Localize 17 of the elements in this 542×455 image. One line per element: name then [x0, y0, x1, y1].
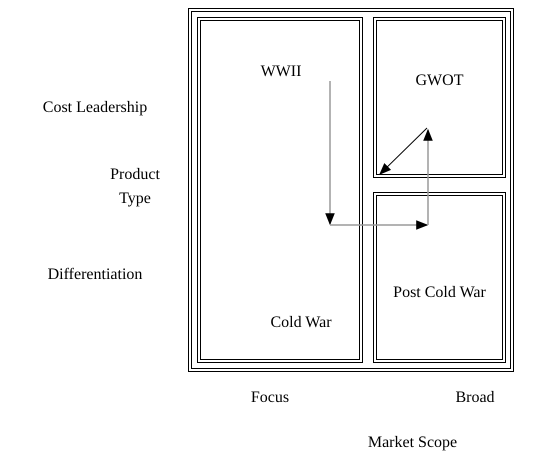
axis-category-label: Focus [250, 388, 290, 408]
arrow [325, 81, 335, 226]
axis-category-label: Broad [454, 388, 496, 408]
era-label: Post Cold War [392, 283, 487, 303]
axis-category-label: Cost Leadership [42, 98, 148, 118]
era-label: GWOT [414, 71, 464, 91]
arrow [379, 128, 428, 175]
axis-title: Market Scope [366, 433, 458, 453]
arrow [330, 220, 428, 230]
axis-category-label: Differentiation [46, 265, 144, 285]
quadrant-box [197, 17, 363, 363]
era-label: Cold War [246, 314, 356, 332]
quadrant-box [373, 192, 506, 363]
axis-title: Product Type [109, 165, 161, 209]
quadrant-box [373, 17, 506, 178]
arrow [423, 128, 433, 225]
era-label: WWII [221, 63, 341, 81]
